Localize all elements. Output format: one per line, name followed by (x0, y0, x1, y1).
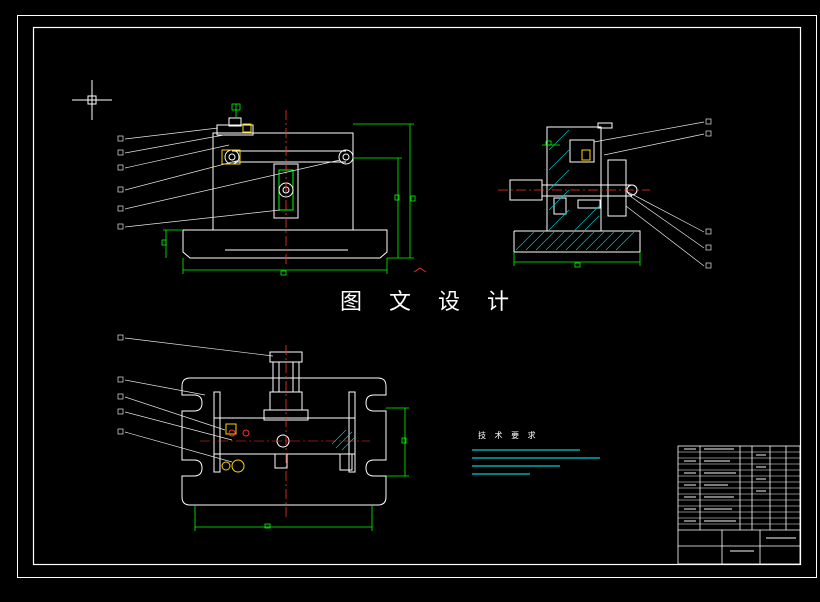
crosshair-cursor-icon (72, 80, 112, 120)
front-view-dimensions (161, 103, 416, 276)
top-view-dimensions (194, 407, 409, 531)
side-view-hatching (515, 129, 635, 251)
watermark-text: 图 文 设 计 (340, 290, 519, 315)
top-view-holes (228, 429, 250, 437)
front-view-leaders (117, 127, 341, 230)
section-mark (413, 267, 427, 273)
title-block-text-marks (684, 448, 796, 552)
front-view-highlight (221, 123, 252, 165)
side-view-leaders (593, 118, 712, 269)
outer-frame (17, 15, 817, 578)
title-block-rows (678, 451, 800, 525)
side-view (509, 122, 641, 253)
title-block (677, 445, 801, 565)
technical-notes-lines (472, 449, 600, 475)
side-view-column (546, 126, 602, 232)
top-view-highlight (221, 423, 245, 473)
front-view-body (212, 132, 354, 231)
side-view-highlight (581, 149, 591, 161)
inner-frame (32, 26, 802, 566)
top-view-hatching (331, 429, 355, 451)
side-view-dimensions (513, 140, 641, 268)
front-view (182, 117, 388, 259)
top-view-leaders (117, 334, 274, 463)
top-view (181, 351, 387, 506)
front-view-base (182, 229, 388, 259)
technical-notes-title: 技 术 要 求 (478, 431, 539, 440)
top-view-plate (181, 377, 387, 506)
